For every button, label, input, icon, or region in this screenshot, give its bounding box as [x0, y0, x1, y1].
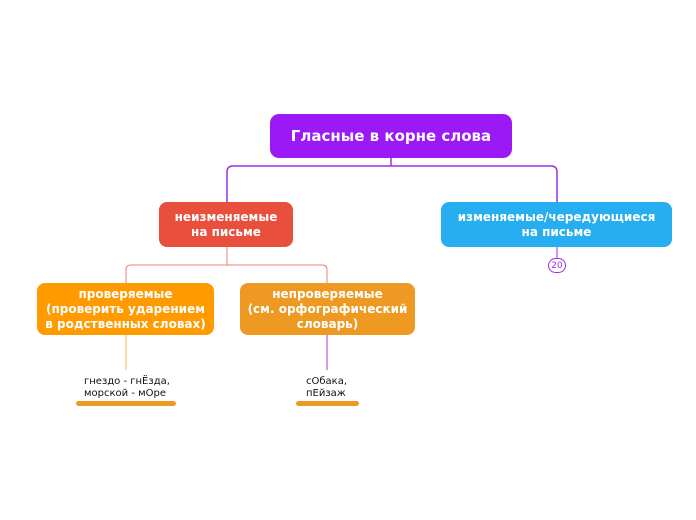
link-left-lr — [227, 264, 328, 283]
leaf-underbar — [76, 401, 176, 406]
leaf-examples-checkable[interactable]: гнездо - гнЁзда, морской - мОре — [84, 376, 170, 400]
node-unchangeable[interactable]: неизменяемые на письме — [159, 202, 293, 247]
node-uncheckable-line1: непроверяемые — [272, 286, 383, 301]
root-node[interactable]: Гласные в корне слова — [270, 114, 512, 158]
collapsed-count-badge[interactable]: 20 — [548, 258, 566, 273]
leaf-examples-checkable-line1: гнездо - гнЁзда, — [84, 376, 170, 387]
root-title: Гласные в корне слова — [290, 126, 492, 145]
leaf-examples-uncheckable[interactable]: сОбака, пЕйзаж — [306, 376, 347, 400]
node-unchangeable-line1: неизменяемые — [174, 209, 278, 224]
node-checkable-line2: (проверить ударением — [45, 301, 206, 316]
leaf-examples-checkable-line2: морской - мОре — [84, 388, 167, 399]
link-root-right — [391, 165, 558, 202]
node-changeable-line1: изменяемые/чередующиеся — [457, 209, 656, 224]
node-uncheckable-line3: словарь) — [296, 316, 359, 331]
node-uncheckable[interactable]: непроверяемые (см. орфографический слова… — [240, 283, 415, 335]
node-checkable-line1: проверяемые — [78, 286, 173, 301]
node-checkable-line3: в родственных словах) — [45, 316, 206, 331]
leaf-examples-uncheckable-line2: пЕйзаж — [306, 388, 346, 399]
node-changeable-line2: на письме — [521, 224, 592, 239]
leaf-examples-uncheckable-line1: сОбака, — [306, 376, 348, 387]
leaf-underbar — [296, 401, 359, 406]
node-unchangeable-line2: на письме — [191, 224, 261, 239]
node-changeable[interactable]: изменяемые/чередующиеся на письме — [441, 202, 672, 247]
link-left-ll — [125, 264, 227, 283]
node-checkable[interactable]: проверяемые (проверить ударением в родст… — [37, 283, 214, 335]
node-uncheckable-line2: (см. орфографический — [247, 301, 408, 316]
link-root-left — [226, 165, 391, 202]
